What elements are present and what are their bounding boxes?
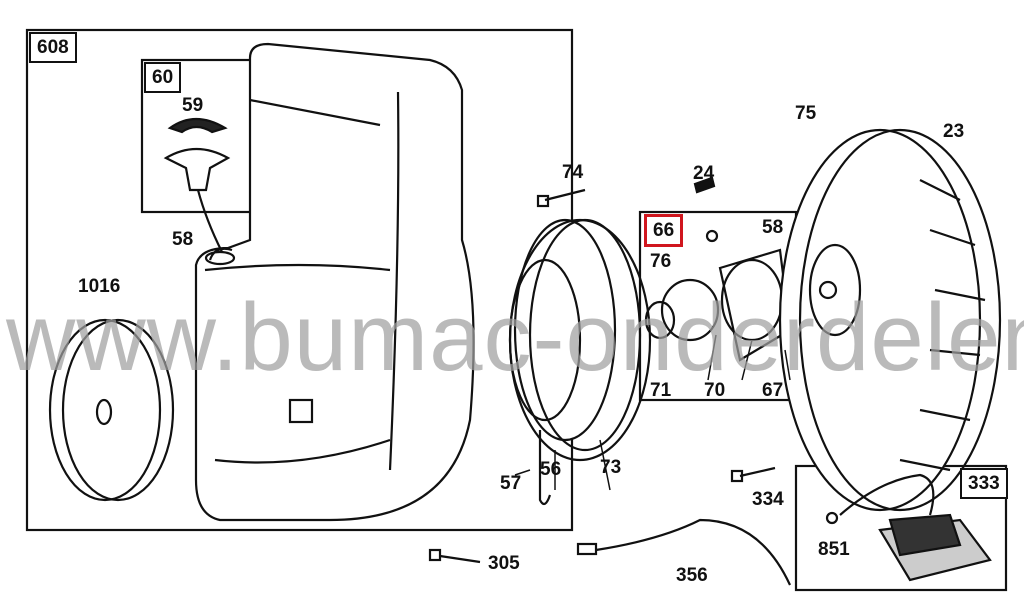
part-label-58: 58 [172, 229, 194, 250]
part-label-75: 75 [795, 103, 817, 124]
bolt-305 [428, 548, 481, 564]
ground-wire [576, 518, 791, 586]
part-label-59: 59 [182, 95, 204, 116]
group-label-60: 60 [144, 62, 182, 93]
flywheel [778, 128, 1002, 512]
bolt-74 [536, 188, 586, 208]
part-label-305: 305 [488, 553, 520, 574]
part-label-71: 71 [650, 380, 672, 401]
group-label-333: 333 [960, 468, 1008, 499]
part-label-23: 23 [943, 121, 965, 142]
part-label-67: 67 [762, 380, 784, 401]
watermark: www.bumac-onderdelen.nl [6, 284, 1024, 391]
part-label-334: 334 [752, 489, 784, 510]
part-label-24: 24 [693, 163, 715, 184]
part-label-76: 76 [650, 251, 672, 272]
key-24 [693, 176, 716, 194]
part-label-356: 356 [676, 565, 708, 586]
group-label-66-highlighted: 66 [644, 214, 684, 247]
part-label-57: 57 [500, 473, 522, 494]
part-label-73: 73 [600, 457, 622, 478]
part-label-56: 56 [540, 459, 562, 480]
starter-ring-73 [508, 218, 652, 462]
recoil-starter [508, 218, 642, 506]
part-label-851: 851 [818, 539, 850, 560]
part-label-58-clutch: 58 [762, 217, 784, 238]
part-label-70: 70 [704, 380, 726, 401]
cover-disc [48, 318, 175, 502]
part-label-1016: 1016 [78, 276, 121, 297]
ignition-module [825, 473, 992, 582]
blower-housing [194, 42, 475, 522]
part-label-74: 74 [562, 162, 584, 183]
group-label-608: 608 [29, 32, 77, 63]
starter-handle [163, 117, 231, 253]
bolt-334 [730, 466, 776, 483]
